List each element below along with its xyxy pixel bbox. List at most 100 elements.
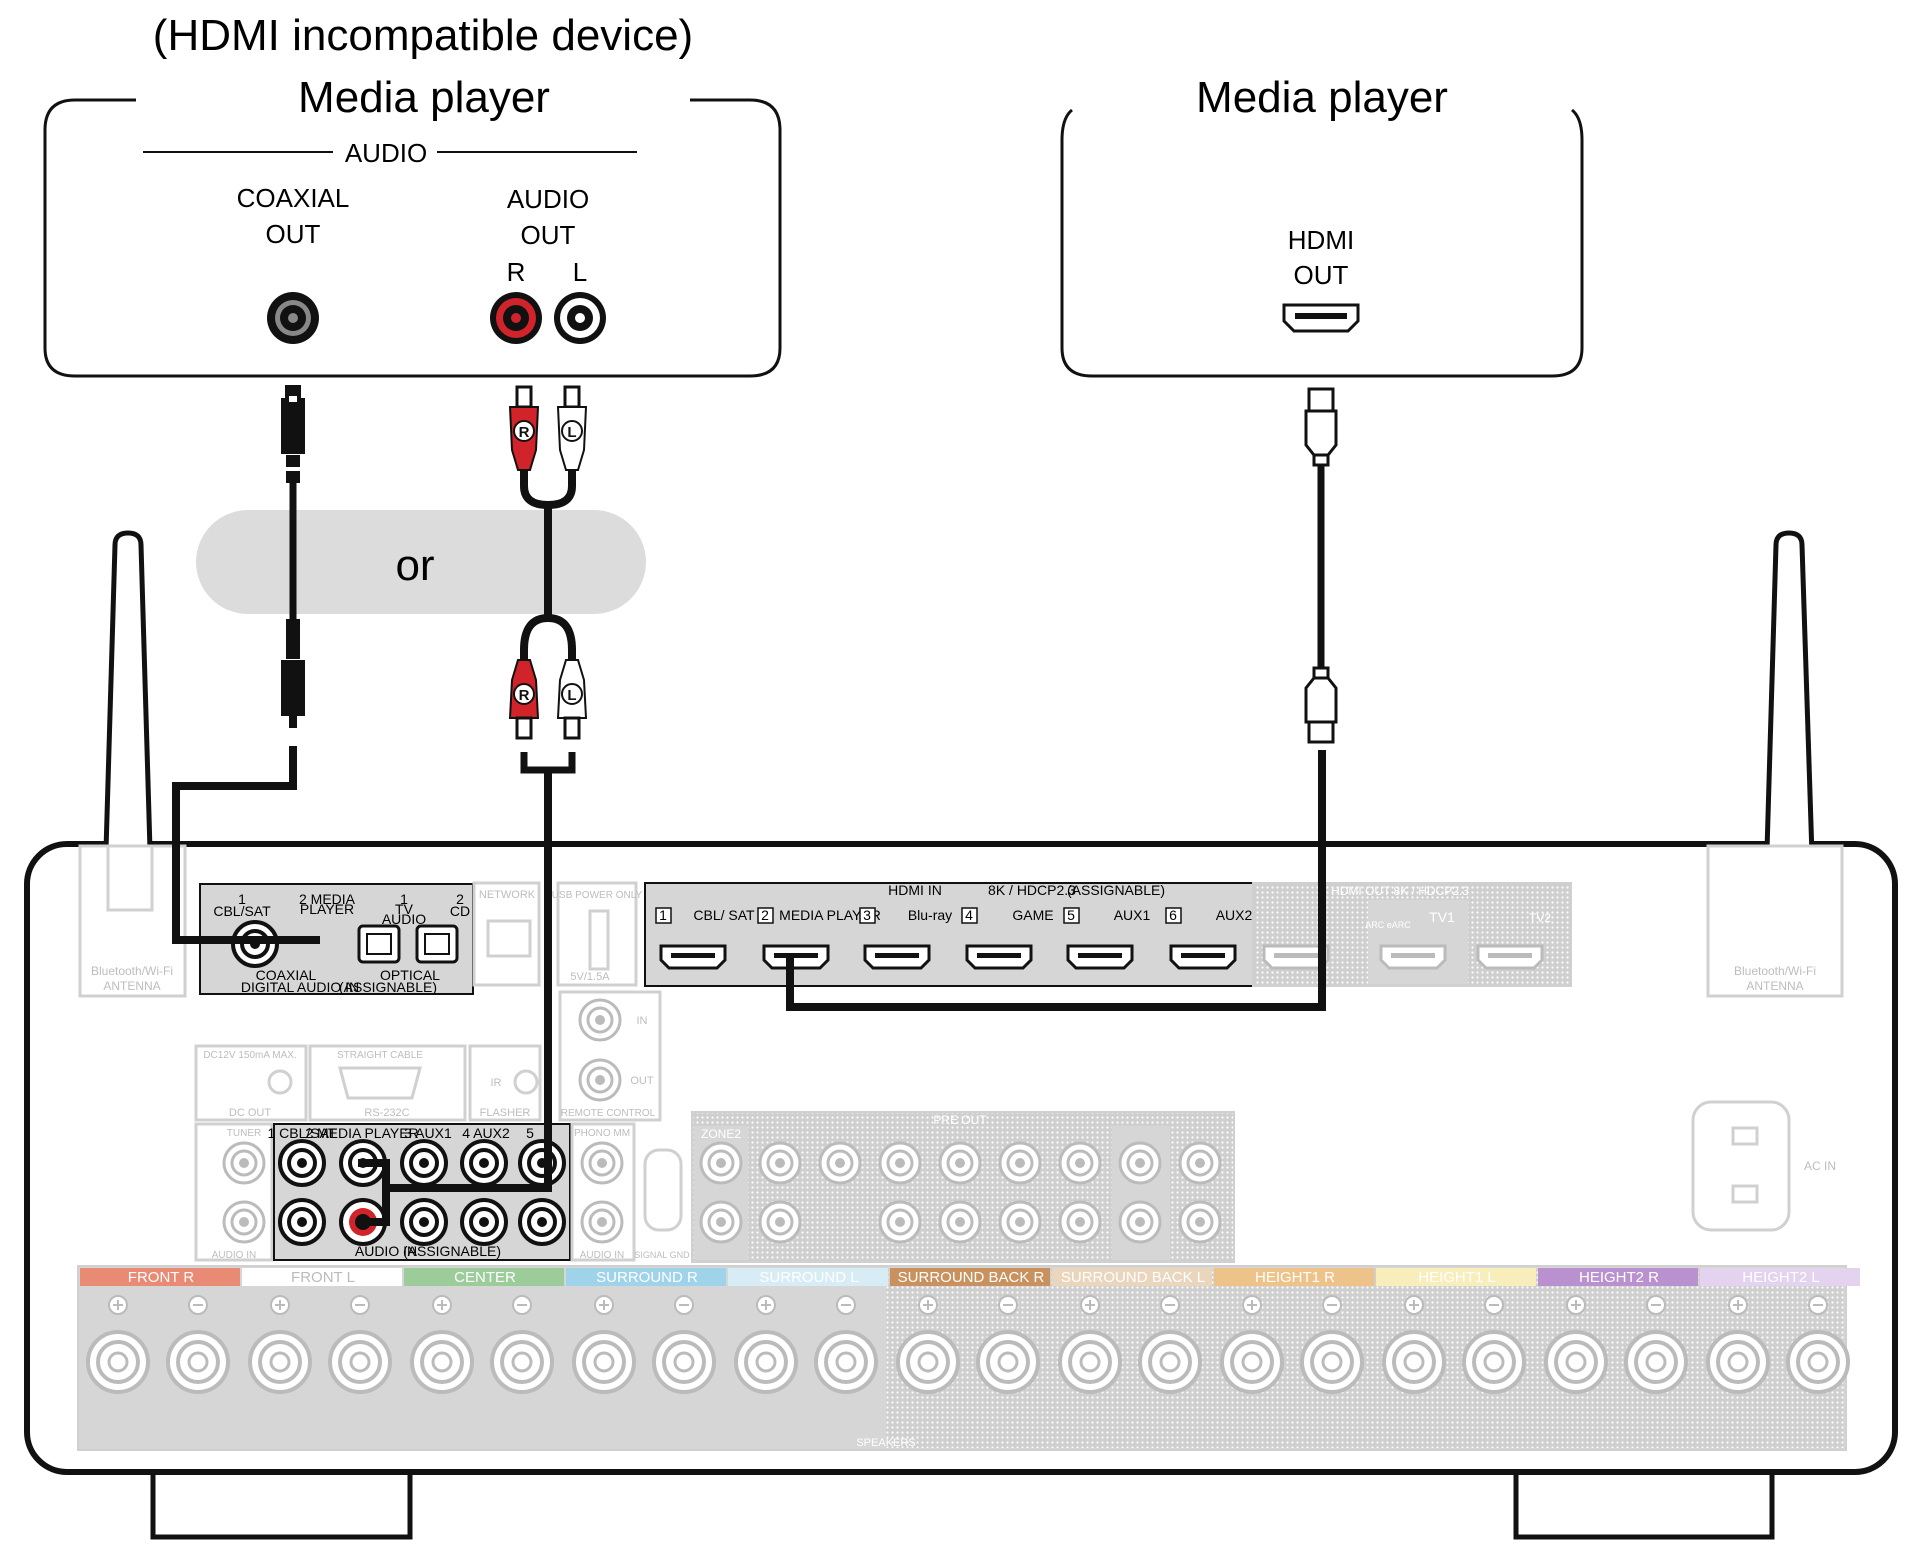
speaker-terminal-plus [1706, 1295, 1770, 1394]
speaker-label: CENTER [454, 1269, 516, 1286]
network-port: NETWORK [472, 881, 541, 987]
receiver-rear-panel: Bluetooth/Wi-Fi ANTENNA Bluetooth/Wi-Fi … [24, 530, 1898, 1540]
left-media-player: (HDMI incompatible device) Media player … [43, 11, 782, 378]
coaxial-out-label-2: OUT [266, 219, 321, 249]
rs232c: STRAIGHT CABLE RS-232C [308, 1044, 467, 1122]
hdmi-in-spec: 8K / HDCP2.3 [988, 882, 1076, 898]
speaker-label-bg [80, 1268, 240, 1286]
speaker-terminal-plus [734, 1295, 798, 1394]
speaker-terminal-minus [490, 1295, 554, 1394]
hdmi-in-6: 6 AUX2 [1165, 907, 1253, 970]
dc-out: DC12V 150mA MAX. DC OUT [194, 1044, 308, 1122]
hdmi-in-assignable: (ASSIGNABLE) [1067, 882, 1165, 898]
digital-audio-in-title: DIGITAL AUDIO IN [241, 979, 359, 995]
antenna-right-label: Bluetooth/Wi-Fi [1734, 964, 1816, 978]
hdmi-out-label: HDMI [1288, 225, 1354, 255]
speaker-label: HEIGHT2 R [1579, 1269, 1659, 1286]
hdmi-in-3: 3 Blu-ray [859, 907, 952, 970]
hdmi-in-5: 5 AUX1 [1063, 907, 1151, 970]
speaker-terminal-plus [1382, 1295, 1446, 1394]
or-label: or [395, 541, 434, 590]
phono-label: PHONO MM [574, 1128, 630, 1139]
tuner-label: TUNER [227, 1128, 261, 1139]
audio-in-col-2: 2 MEDIA PLAYER [305, 1125, 418, 1141]
phono-in: PHONO MM AUDIO IN SIGNAL GND [570, 1122, 690, 1262]
remote-label: REMOTE CONTROL [561, 1108, 656, 1119]
speaker-terminal-minus [1624, 1295, 1688, 1394]
rca-l-label: L [573, 257, 587, 287]
opt-1c: AUDIO [382, 911, 426, 927]
rca-r-label: R [507, 257, 526, 287]
hdmi-in-1-num: 1 [659, 907, 667, 923]
ac-in-label: AC IN [1804, 1159, 1836, 1173]
speaker-terminal-plus [1220, 1295, 1284, 1394]
speaker-terminal-minus [328, 1295, 392, 1394]
audio-in-assignable: (ASSIGNABLE) [403, 1243, 501, 1259]
hdmi-out-label-2: OUT [1294, 260, 1349, 290]
usb-rating: 5V/1.5A [570, 971, 610, 983]
left-device-title: Media player [298, 73, 550, 122]
opt-1: 1 [400, 891, 408, 907]
plug-l-top-label: L [567, 424, 576, 441]
hdmi-in-title: HDMI IN [888, 882, 942, 898]
speaker-terminal-plus [1544, 1295, 1608, 1394]
speaker-label: HEIGHT1 L [1418, 1269, 1496, 1286]
speaker-terminal-minus [1462, 1295, 1526, 1394]
rca-cable: R L R L [358, 385, 588, 1226]
speaker-terminal-minus [1786, 1295, 1850, 1394]
right-media-player: Media player HDMI OUT [1060, 73, 1584, 378]
dig-coaxial: COAXIAL [256, 967, 317, 983]
speakers-title: SPEAKERS [856, 1437, 915, 1449]
or-bubble [196, 510, 646, 614]
digital-assignable: (ASSIGNABLE) [339, 979, 437, 995]
opt-1b: TV [395, 901, 414, 917]
speaker-terminal-minus [166, 1295, 230, 1394]
hdmi-in-panel: HDMI IN 8K / HDCP2.3 (ASSIGNABLE) 1 CBL/… [644, 882, 1254, 987]
plug-r-top-label: R [519, 424, 530, 441]
antenna-left-label-2: ANTENNA [103, 979, 160, 993]
antenna-right: Bluetooth/Wi-Fi ANTENNA [1706, 530, 1844, 998]
flasher-label: FLASHER [480, 1107, 531, 1119]
plug-r-bottom-label: R [519, 687, 530, 704]
usb-port: USB POWER ONLY 5V/1.5A [552, 881, 643, 987]
speaker-label: HEIGHT2 L [1742, 1269, 1820, 1286]
hdmi-in-2-name: MEDIA PLAYER [779, 907, 881, 923]
ac-in: AC IN [1691, 1100, 1836, 1232]
dig-1b: CBL/SAT [213, 903, 271, 919]
digital-audio-in-panel: 1 CBL/SAT 2 MEDIA PLAYER 1 TV AUDIO 2 CD… [199, 883, 474, 995]
speaker-label: SURROUND R [596, 1269, 698, 1286]
coaxial-cable [172, 385, 320, 944]
audio-in-col-5: 5 [526, 1125, 534, 1141]
speaker-terminal-minus [814, 1295, 878, 1394]
audio-out-l-jack [554, 292, 606, 344]
opt-2: 2 [456, 891, 464, 907]
hdmi-cable [786, 387, 1338, 1011]
speaker-terminal-plus [248, 1295, 312, 1394]
speaker-label: SURROUND L [759, 1269, 858, 1286]
optical-2-port [415, 924, 459, 964]
hdmi-in-6-name: AUX2 [1216, 907, 1253, 923]
speaker-terminal-minus [1300, 1295, 1364, 1394]
straight-cable: STRAIGHT CABLE [337, 1050, 423, 1061]
dc-spec: DC12V 150mA MAX. [203, 1050, 296, 1061]
remote-out: OUT [630, 1075, 654, 1087]
speaker-label-bg [890, 1268, 1050, 1286]
remote-in: IN [637, 1015, 648, 1027]
speaker-label: SURROUND BACK R [898, 1269, 1045, 1286]
dig-2: 2 MEDIA [299, 891, 356, 907]
hdmi-in-4-num: 4 [965, 907, 973, 923]
antenna-left: Bluetooth/Wi-Fi ANTENNA [78, 530, 187, 998]
pre-out-panel: PRE OUT ZONE2 [691, 1111, 1235, 1263]
speaker-terminal-minus [976, 1295, 1040, 1394]
audio-header: AUDIO [345, 138, 427, 168]
hdmi-out-port [1282, 303, 1360, 333]
speaker-terminal-plus [572, 1295, 636, 1394]
speaker-label-bg [1538, 1268, 1698, 1286]
pre-out-title: PRE OUT [933, 1113, 987, 1127]
hdmi-in-1-name: CBL/ SAT [693, 907, 755, 923]
hdmi-in-5-name: AUX1 [1114, 907, 1151, 923]
hdmi-out-tv2: TV2 [1529, 911, 1551, 925]
antenna-right-label-2: ANTENNA [1746, 979, 1803, 993]
